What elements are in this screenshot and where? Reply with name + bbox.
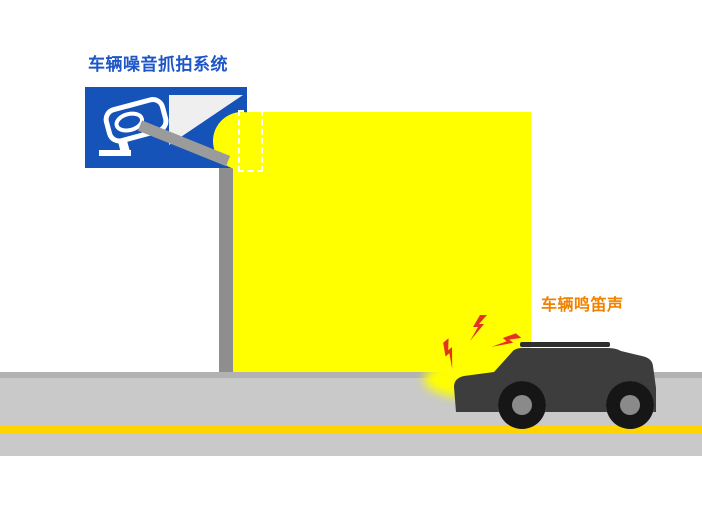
rear-hub	[620, 395, 640, 415]
lightning-bolt-icon	[443, 315, 522, 370]
sound-detection-zone	[231, 112, 531, 372]
honk-label: 车辆鸣笛声	[541, 297, 624, 314]
capture-zone-dashed-box	[238, 110, 263, 172]
road-edge	[0, 372, 702, 378]
lane-line	[0, 426, 702, 434]
car-mirror	[504, 366, 513, 373]
surveillance-camera-icon	[99, 95, 243, 156]
camera-flash-triangle	[169, 95, 243, 145]
system-label: 车辆噪音抓拍系统	[88, 55, 228, 74]
front-hub	[512, 395, 532, 415]
suv-car-icon	[454, 342, 656, 429]
